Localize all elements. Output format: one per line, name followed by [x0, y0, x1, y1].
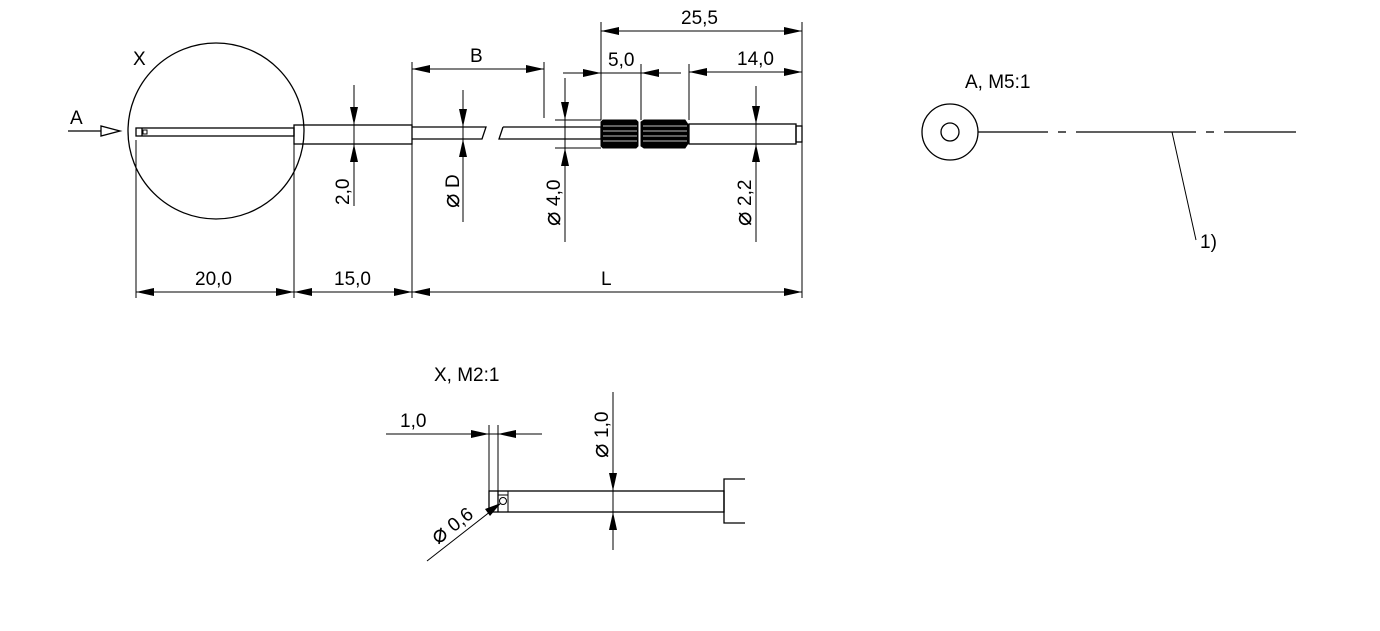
dim-14-0: 14,0	[737, 49, 774, 70]
dim-20-0: 20,0	[195, 269, 232, 290]
dim-phi-2-2: 2,2	[735, 180, 756, 206]
view-x-detail: X, M2:1 1,0 ⌀ 1,0 ⌀ 0,6	[386, 365, 745, 562]
detail-dim-phi-1-0: 1,0	[592, 412, 613, 438]
main-probe-view: X A	[68, 42, 803, 220]
view-a-outer-circle	[921, 103, 979, 161]
cable-end	[688, 123, 797, 145]
view-a-arrowhead	[100, 125, 123, 137]
view-a-inner-circle	[940, 122, 960, 142]
view-a-title: A, M5:1	[965, 72, 1030, 93]
dim-5-0: 5,0	[608, 50, 634, 71]
view-a-arrow-label: A	[70, 108, 83, 129]
dim-phi-d: D	[443, 174, 464, 188]
note-ref: 1)	[1200, 232, 1217, 253]
probe-tip	[135, 127, 295, 137]
dim-2-0: 2,0	[333, 179, 354, 205]
detail-circle-x	[127, 42, 305, 220]
detail-dim-phi-0-6: 0,6	[444, 504, 478, 537]
probe-shaft	[293, 124, 413, 145]
knurled-sleeve	[600, 119, 690, 149]
detail-tip	[488, 490, 725, 513]
dim-b: B	[470, 46, 483, 67]
note-leader	[1171, 131, 1197, 241]
view-a-detail: A, M5:1 1)	[921, 72, 1296, 253]
view-x-label: X	[133, 49, 146, 70]
main-dimensions: 25,5 B 5,0 14,0 2,0 ⌀ D	[135, 8, 803, 298]
dim-phi-d-symbol: ⌀	[438, 194, 465, 208]
dim-phi-4-0-symbol: ⌀	[539, 212, 566, 226]
detail-dim-1-0: 1,0	[400, 411, 426, 432]
dim-phi-2-2-symbol: ⌀	[730, 212, 757, 226]
probe-body-right	[498, 126, 602, 140]
probe-body-left	[412, 126, 487, 140]
dim-phi-4-0: 4,0	[544, 180, 565, 206]
dim-15-0: 15,0	[334, 269, 371, 290]
detail-phi-1-0-symbol: ⌀	[587, 444, 614, 458]
dim-25-5: 25,5	[681, 8, 718, 29]
dim-l: L	[601, 269, 612, 290]
view-x-title: X, M2:1	[434, 365, 499, 386]
